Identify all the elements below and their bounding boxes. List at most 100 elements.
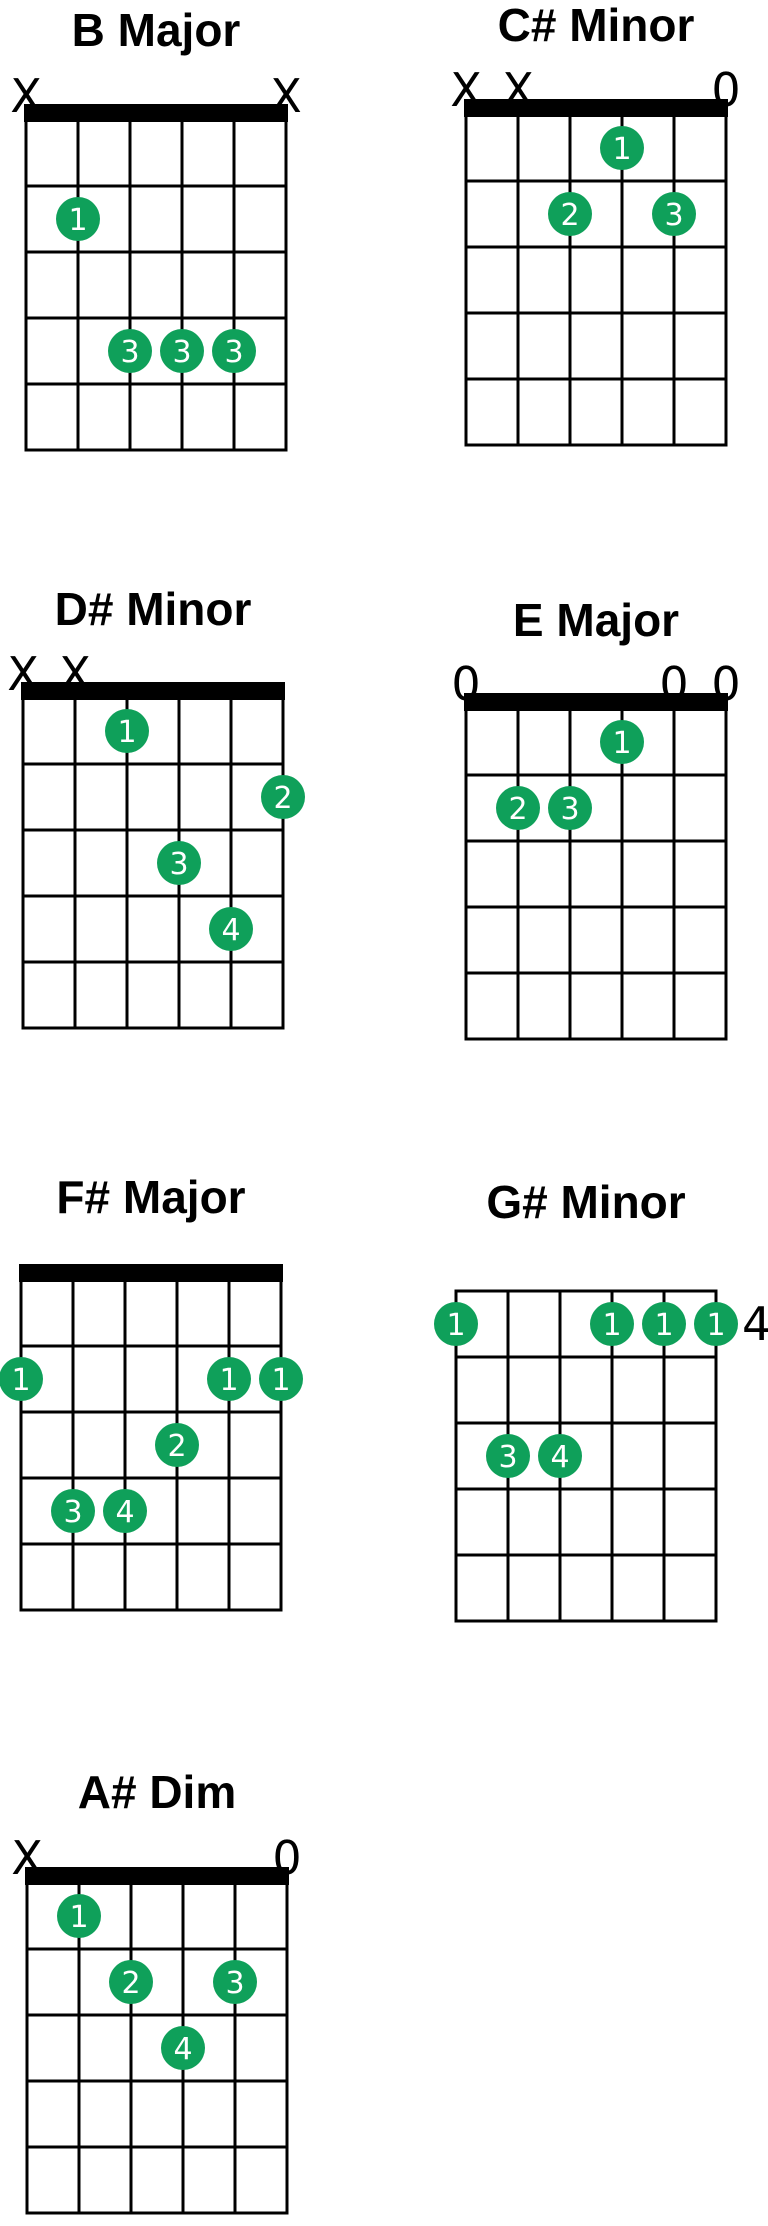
finger-dot-circle bbox=[261, 775, 305, 819]
finger-dot: 2 bbox=[155, 1423, 199, 1467]
nut bbox=[464, 693, 728, 711]
finger-number: 3 bbox=[169, 847, 188, 882]
finger-dot: 1 bbox=[57, 1894, 101, 1938]
finger-dot-circle bbox=[51, 1489, 95, 1533]
fret-number: 4 bbox=[742, 1297, 768, 1351]
finger-dot: 3 bbox=[212, 329, 256, 373]
nut bbox=[464, 99, 728, 117]
finger-dot: 1 bbox=[600, 720, 644, 764]
finger-number: 4 bbox=[221, 913, 240, 948]
finger-number: 3 bbox=[224, 335, 243, 370]
finger-number: 2 bbox=[167, 1429, 186, 1464]
nut bbox=[25, 1867, 289, 1885]
finger-number: 1 bbox=[117, 715, 136, 750]
finger-number: 1 bbox=[271, 1363, 290, 1398]
finger-dot-circle bbox=[209, 907, 253, 951]
finger-number: 1 bbox=[612, 726, 631, 761]
chord-title: G# Minor bbox=[486, 1176, 685, 1228]
finger-dot-circle bbox=[486, 1434, 530, 1478]
finger-number: 3 bbox=[664, 198, 683, 233]
chord-title: B Major bbox=[72, 4, 241, 56]
finger-number: 1 bbox=[446, 1308, 465, 1343]
finger-dot-circle bbox=[652, 192, 696, 236]
finger-number: 3 bbox=[498, 1440, 517, 1475]
finger-dot-circle bbox=[694, 1302, 738, 1346]
finger-dot-circle bbox=[161, 2026, 205, 2070]
finger-dot: 3 bbox=[51, 1489, 95, 1533]
finger-dot: 3 bbox=[213, 1960, 257, 2004]
finger-number: 3 bbox=[560, 792, 579, 827]
finger-dot: 1 bbox=[259, 1357, 303, 1401]
finger-dot: 3 bbox=[652, 192, 696, 236]
finger-number: 2 bbox=[273, 781, 292, 816]
finger-dot-circle bbox=[109, 1960, 153, 2004]
finger-number: 3 bbox=[225, 1966, 244, 2001]
finger-dot-circle bbox=[207, 1357, 251, 1401]
finger-dot-circle bbox=[496, 786, 540, 830]
nut bbox=[21, 682, 285, 700]
nut bbox=[19, 1264, 283, 1282]
finger-number: 1 bbox=[68, 203, 87, 238]
finger-number: 4 bbox=[550, 1440, 569, 1475]
finger-dot-circle bbox=[0, 1357, 43, 1401]
finger-dot: 2 bbox=[496, 786, 540, 830]
finger-dot: 1 bbox=[434, 1302, 478, 1346]
finger-dot-circle bbox=[160, 329, 204, 373]
finger-dot: 2 bbox=[109, 1960, 153, 2004]
chord-title: F# Major bbox=[56, 1171, 245, 1223]
nut bbox=[24, 104, 288, 122]
finger-dot: 3 bbox=[108, 329, 152, 373]
finger-number: 3 bbox=[172, 335, 191, 370]
finger-dot-circle bbox=[600, 126, 644, 170]
finger-dot-circle bbox=[57, 1894, 101, 1938]
finger-dot: 1 bbox=[600, 126, 644, 170]
finger-dot-circle bbox=[105, 709, 149, 753]
finger-dot-circle bbox=[213, 1960, 257, 2004]
finger-dot: 1 bbox=[105, 709, 149, 753]
finger-dot: 3 bbox=[548, 786, 592, 830]
finger-dot: 4 bbox=[209, 907, 253, 951]
finger-dot: 3 bbox=[486, 1434, 530, 1478]
chord-title: E Major bbox=[513, 594, 679, 646]
finger-number: 1 bbox=[69, 1900, 88, 1935]
finger-dot: 3 bbox=[160, 329, 204, 373]
finger-dot-circle bbox=[548, 786, 592, 830]
finger-number: 3 bbox=[120, 335, 139, 370]
finger-dot-circle bbox=[108, 329, 152, 373]
finger-number: 3 bbox=[63, 1495, 82, 1530]
finger-dot: 1 bbox=[207, 1357, 251, 1401]
finger-dot-circle bbox=[103, 1489, 147, 1533]
finger-dot: 1 bbox=[0, 1357, 43, 1401]
finger-dot-circle bbox=[600, 720, 644, 764]
finger-number: 1 bbox=[706, 1308, 725, 1343]
chord-title: C# Minor bbox=[498, 0, 695, 51]
finger-dot: 2 bbox=[548, 192, 592, 236]
finger-dot: 1 bbox=[694, 1302, 738, 1346]
finger-dot: 1 bbox=[590, 1302, 634, 1346]
finger-dot-circle bbox=[434, 1302, 478, 1346]
finger-number: 4 bbox=[115, 1495, 134, 1530]
finger-dot-circle bbox=[590, 1302, 634, 1346]
finger-dot-circle bbox=[212, 329, 256, 373]
finger-dot-circle bbox=[642, 1302, 686, 1346]
finger-dot: 4 bbox=[538, 1434, 582, 1478]
finger-dot-circle bbox=[259, 1357, 303, 1401]
finger-number: 4 bbox=[173, 2032, 192, 2067]
finger-dot: 4 bbox=[103, 1489, 147, 1533]
finger-number: 1 bbox=[612, 132, 631, 167]
finger-number: 1 bbox=[219, 1363, 238, 1398]
finger-dot: 3 bbox=[157, 841, 201, 885]
finger-number: 2 bbox=[121, 1966, 140, 2001]
finger-number: 1 bbox=[602, 1308, 621, 1343]
finger-number: 1 bbox=[11, 1363, 30, 1398]
finger-dot-circle bbox=[155, 1423, 199, 1467]
finger-number: 2 bbox=[508, 792, 527, 827]
